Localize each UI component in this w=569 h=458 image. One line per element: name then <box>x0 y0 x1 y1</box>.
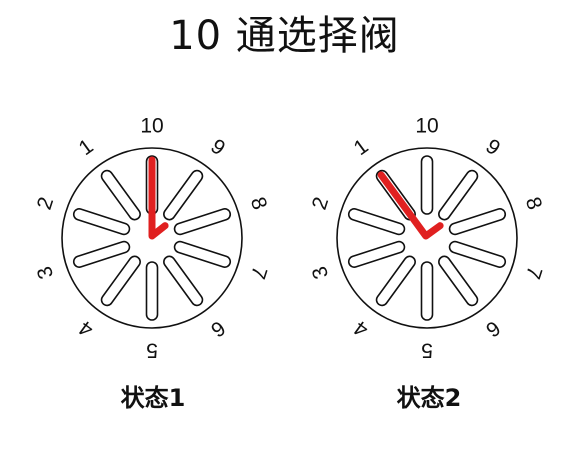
port-label: 5 <box>146 339 158 362</box>
port-label: 3 <box>33 263 58 281</box>
port-label: 6 <box>206 316 229 341</box>
flow-pointer <box>377 171 444 240</box>
port-channel <box>163 255 204 307</box>
port-label: 9 <box>481 135 504 160</box>
port-channel <box>420 155 434 215</box>
caption-state-1: 状态1 <box>120 384 186 412</box>
port-label: 7 <box>246 263 271 281</box>
port-channel <box>448 208 507 236</box>
port-channel <box>72 208 131 236</box>
port-channel <box>72 240 131 268</box>
port-channel <box>100 169 141 221</box>
port-label: 2 <box>33 194 58 212</box>
caption-state-2: 状态2 <box>396 384 462 412</box>
port-label: 10 <box>415 115 438 138</box>
port-label: 1 <box>75 135 98 160</box>
port-channel <box>438 255 479 307</box>
port-label: 9 <box>206 135 229 160</box>
port-label: 8 <box>246 194 271 212</box>
port-label: 5 <box>421 339 433 362</box>
port-channel <box>438 169 479 221</box>
port-label: 2 <box>308 194 333 212</box>
port-label: 7 <box>521 263 546 281</box>
port-channel <box>375 255 416 307</box>
port-label: 3 <box>308 263 333 281</box>
port-label: 4 <box>74 316 97 342</box>
port-label: 1 <box>350 135 373 160</box>
port-label: 6 <box>481 316 504 341</box>
port-channel <box>347 240 406 268</box>
valve-dial-state-2: 10 9 8 7 6 5 4 3 2 1 <box>308 115 547 362</box>
port-channel <box>448 240 507 268</box>
port-label: 10 <box>140 115 163 138</box>
port-channel <box>173 208 232 236</box>
port-channel <box>420 261 434 321</box>
port-channel <box>163 169 204 221</box>
valve-dial-state-1: 10 9 8 7 6 5 4 3 2 1 <box>33 115 272 362</box>
port-channel <box>347 208 406 236</box>
flow-pointer <box>148 156 169 240</box>
port-channel <box>100 255 141 307</box>
port-channel <box>145 261 159 321</box>
diagram-title: 10 通选择阀 <box>169 13 400 59</box>
port-label: 4 <box>349 316 372 342</box>
port-channel <box>173 240 232 268</box>
port-label: 8 <box>521 194 546 212</box>
